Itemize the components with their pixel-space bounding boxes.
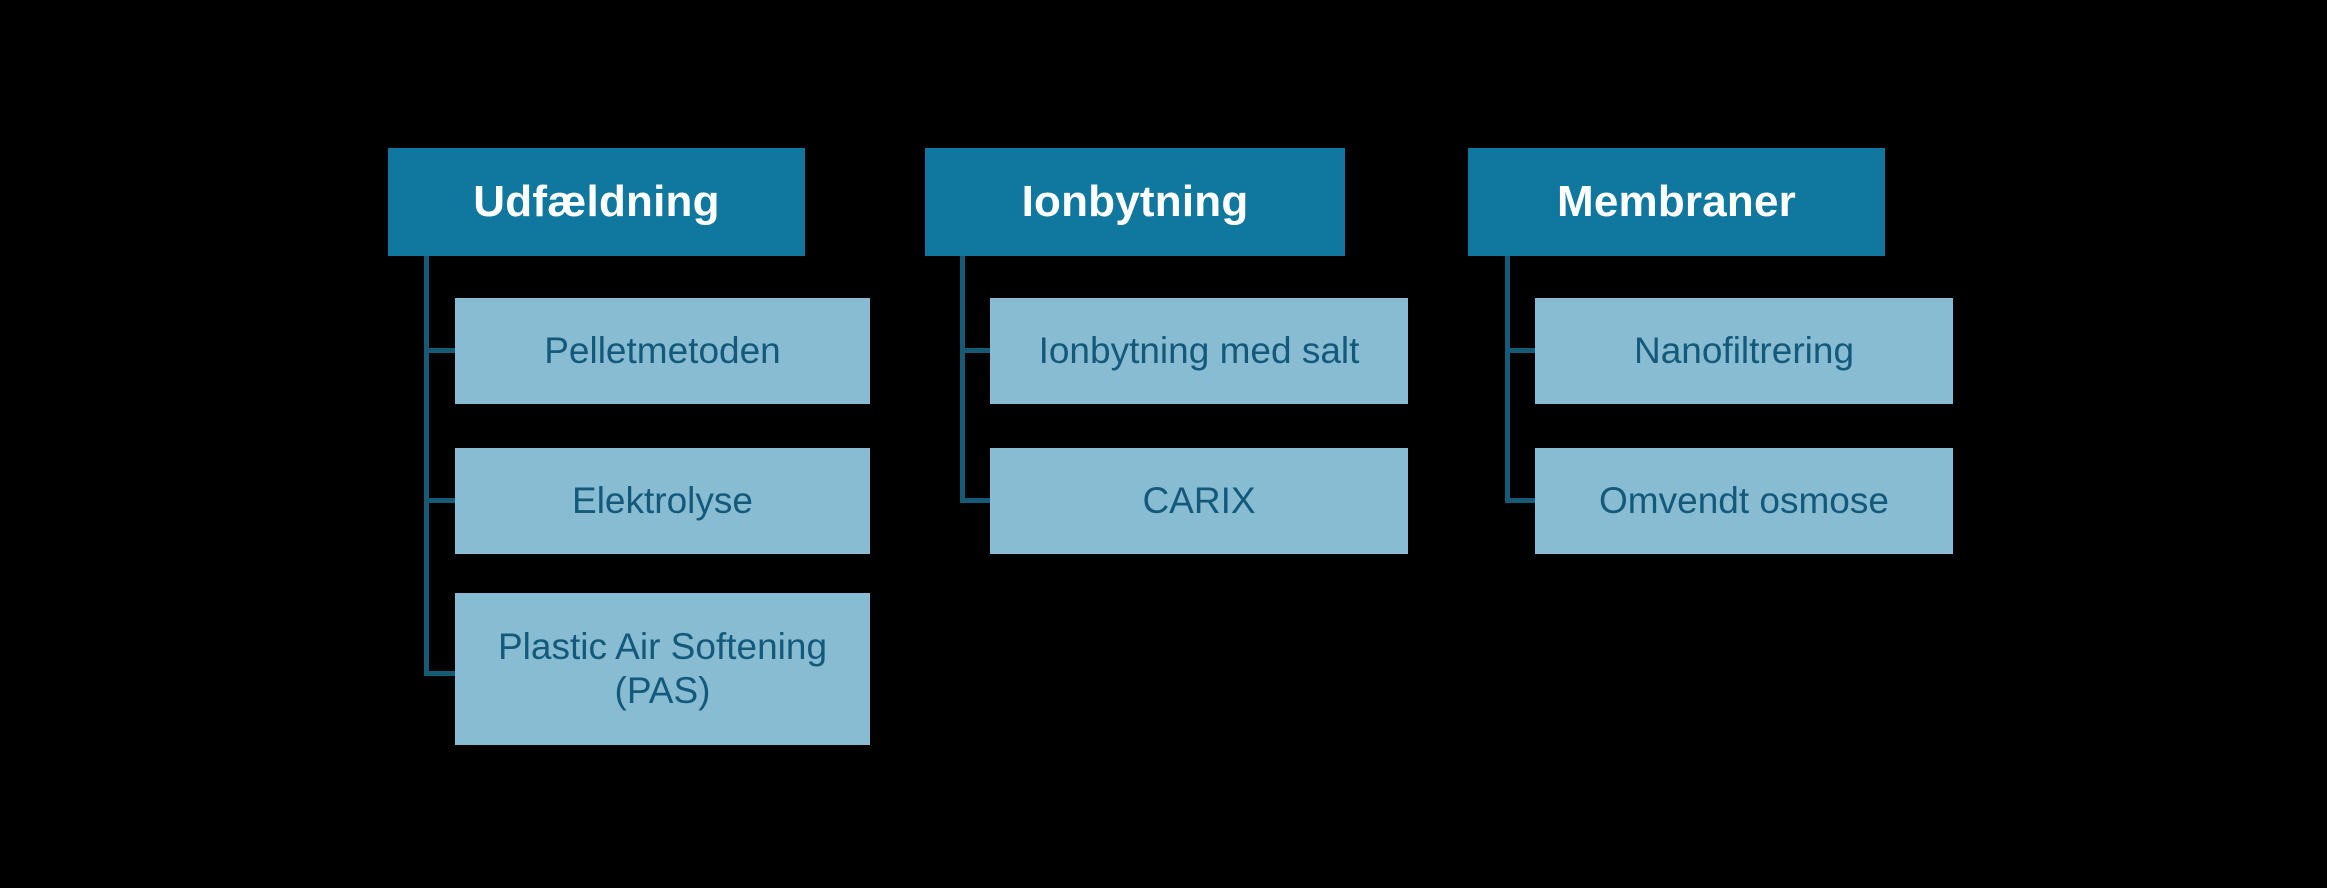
child-label-plastic-air-softening: Plastic Air Softening (PAS) [497, 626, 828, 711]
connector-horizontal-plastic-air-softening [424, 671, 459, 676]
connector-horizontal-omvendt-osmose [1505, 498, 1540, 503]
child-box-elektrolyse[interactable]: Elektrolyse [455, 448, 870, 554]
connector-vertical-membraner [1505, 256, 1510, 503]
header-label-udfaeldning: Udfældning [473, 176, 720, 226]
connector-horizontal-carix [960, 498, 995, 503]
connector-horizontal-pelletmetoden [424, 348, 459, 353]
child-label-nanofiltrering: Nanofiltrering [1633, 330, 1855, 372]
header-box-udfaeldning[interactable]: Udfældning [388, 148, 805, 256]
child-box-plastic-air-softening[interactable]: Plastic Air Softening (PAS) [455, 593, 870, 745]
header-label-membraner: Membraner [1557, 176, 1796, 226]
child-label-elektrolyse: Elektrolyse [572, 480, 753, 522]
child-box-pelletmetoden[interactable]: Pelletmetoden [455, 298, 870, 404]
child-label-omvendt-osmose: Omvendt osmose [1599, 480, 1889, 522]
child-label-carix: CARIX [1142, 480, 1256, 522]
connector-vertical-ionbytning [960, 256, 965, 503]
header-box-membraner[interactable]: Membraner [1468, 148, 1885, 256]
child-label-ionbytning-med-salt: Ionbytning med salt [1038, 330, 1360, 372]
header-box-ionbytning[interactable]: Ionbytning [925, 148, 1345, 256]
child-box-ionbytning-med-salt[interactable]: Ionbytning med salt [990, 298, 1408, 404]
child-label-pelletmetoden: Pelletmetoden [544, 330, 781, 372]
connector-horizontal-nanofiltrering [1505, 348, 1540, 353]
child-box-carix[interactable]: CARIX [990, 448, 1408, 554]
connector-vertical-udfaeldning [424, 256, 429, 676]
connector-horizontal-ionbytning-med-salt [960, 348, 995, 353]
connector-horizontal-elektrolyse [424, 498, 459, 503]
child-box-nanofiltrering[interactable]: Nanofiltrering [1535, 298, 1953, 404]
header-label-ionbytning: Ionbytning [1021, 176, 1249, 226]
child-box-omvendt-osmose[interactable]: Omvendt osmose [1535, 448, 1953, 554]
